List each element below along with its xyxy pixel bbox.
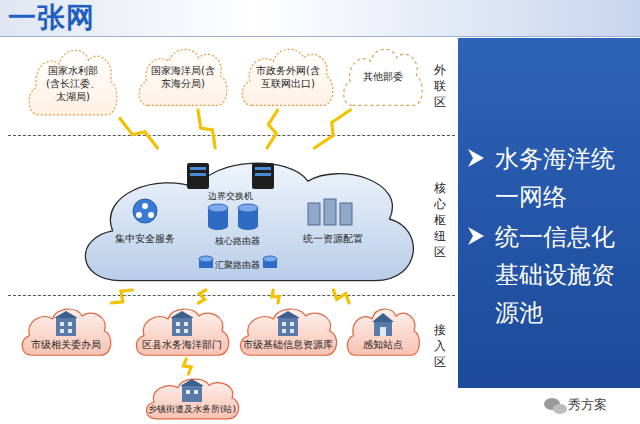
cloud-outline — [18, 303, 114, 359]
access-cloud: 市级相关委办局 — [18, 303, 114, 359]
device-node: 集中安全服务 — [100, 193, 190, 253]
node-label: 感知站点 — [349, 339, 417, 351]
external-cloud: 市政务外网(含互联网出口) — [238, 42, 336, 110]
switch-icon — [252, 163, 274, 189]
lightning-link — [272, 290, 279, 303]
cloud-outline — [344, 303, 422, 359]
zone-band: 核心枢纽区边界交换机集中安全服务核心路由器统一资源配置汇聚路由器 — [8, 136, 455, 296]
access-cloud: 区县水务海洋部门 — [132, 303, 232, 359]
bullet-arrow — [468, 149, 484, 167]
cloud-shape — [347, 309, 419, 355]
security-dot — [142, 203, 148, 209]
router-icon — [208, 222, 228, 230]
access-cloud: 感知站点 — [344, 303, 422, 359]
core-cloud: 边界交换机集中安全服务核心路由器统一资源配置汇聚路由器 — [70, 148, 425, 290]
cloud-shape — [344, 49, 423, 105]
external-cloud: 国家水利部(含长江委、太湖局) — [25, 42, 120, 120]
header-bar — [0, 0, 640, 37]
switch-port — [255, 173, 271, 176]
building-icon — [276, 311, 300, 336]
lightning-link — [267, 110, 278, 148]
wechat-icon — [553, 404, 567, 414]
zone-band: 接入区 市级相关委办局 区县水务海洋部门 市级基础信息资源库 感知站点乡镇街道及水务所(… — [8, 296, 455, 424]
node-label: 其他部委 — [350, 70, 416, 83]
device-node: 边界交换机 — [175, 160, 285, 202]
station-icon — [372, 313, 394, 336]
bullet-text: 水务海洋统一网络 — [495, 140, 630, 216]
security-dot — [148, 212, 154, 218]
lightning-link — [333, 290, 349, 303]
external-cloud: 国家海洋局(含东海分局) — [135, 42, 230, 110]
slide-title: 一张网 — [8, 1, 208, 35]
node-label: 集中安全服务 — [100, 233, 190, 245]
router-icon — [208, 204, 228, 212]
router-icon — [263, 256, 277, 262]
cloud-outline — [236, 303, 340, 359]
router-icon — [238, 222, 258, 230]
router-icon — [238, 204, 258, 212]
building-icon — [180, 379, 204, 402]
node-label: 市级相关委办局 — [26, 339, 106, 351]
node-label: 乡镇街道及水务所(站) — [142, 404, 242, 415]
security-dot — [136, 212, 142, 218]
building-icon — [54, 311, 78, 336]
cloud-shape — [242, 49, 333, 105]
cloud-shape — [85, 163, 413, 280]
node-label: 市级基础信息资源库 — [240, 339, 336, 351]
lightning-link — [111, 290, 132, 303]
summary-panel: 水务海洋统一网络统一信息化基础设施资源池 — [458, 38, 640, 388]
bullet-text: 统一信息化基础设施资源池 — [495, 218, 630, 332]
lightning-link — [315, 110, 351, 148]
bullet-arrow — [468, 227, 484, 245]
lightning-link — [120, 119, 158, 149]
watermark: 秀方案 — [568, 396, 628, 414]
device-node: 核心路由器 — [200, 200, 275, 248]
lightning-link — [183, 359, 191, 374]
security-icon — [133, 199, 157, 223]
router-icon — [199, 256, 213, 262]
lightning-link — [198, 110, 215, 148]
external-cloud: 其他部委 — [340, 42, 425, 110]
node-label: 国家水利部(含长江委、太湖局) — [42, 64, 104, 103]
switch-port — [190, 167, 206, 170]
access-cloud: 市级基础信息资源库 — [236, 303, 340, 359]
router-icon — [199, 259, 213, 268]
node-label: 市政务外网(含互联网出口) — [254, 64, 322, 90]
zone-label: 接入区 — [433, 322, 447, 370]
switch-port — [190, 173, 206, 176]
zone-label: 外联区 — [433, 62, 447, 110]
node-label: 边界交换机 — [195, 191, 265, 202]
node-label: 国家海洋局(含东海分局) — [150, 64, 216, 90]
cloud-shape — [241, 309, 337, 355]
router-icon — [208, 208, 228, 226]
switch-icon — [187, 163, 209, 189]
access-cloud: 乡镇街道及水务所(站) — [142, 374, 242, 422]
cloud-shape — [139, 49, 227, 105]
server-icon — [324, 199, 336, 225]
zone-label: 核心枢纽区 — [433, 180, 447, 260]
router-icon — [238, 208, 258, 226]
device-node: 统一资源配置 — [285, 193, 380, 253]
cloud-outline — [142, 374, 242, 422]
cloud-shape — [22, 309, 111, 355]
router-icon — [263, 259, 277, 268]
cloud-shape — [136, 309, 228, 355]
server-icon — [340, 203, 352, 225]
node-label: 区县水务海洋部门 — [138, 339, 226, 351]
node-label: 核心路由器 — [200, 236, 275, 247]
lightning-link — [198, 290, 206, 303]
server-icon — [308, 203, 320, 225]
device-node: 汇聚路由器 — [200, 254, 275, 276]
node-label: 统一资源配置 — [285, 233, 380, 245]
wechat-icon — [544, 398, 560, 410]
zone-band: 外联区 国家水利部(含长江委、太湖局) 国家海洋局(含东海分局) 市政务外网(含互联网… — [8, 38, 455, 136]
switch-port — [255, 167, 271, 170]
cloud-outline — [132, 303, 232, 359]
cloud-shape — [29, 50, 117, 114]
building-icon — [170, 311, 194, 336]
node-label: 汇聚路由器 — [200, 260, 275, 271]
